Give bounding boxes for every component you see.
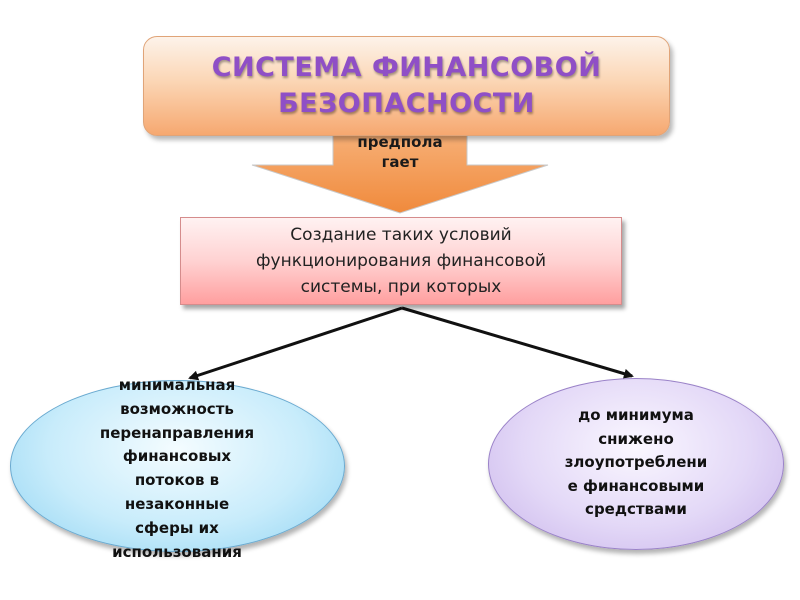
condition-box: Создание таких условий функционирования … — [180, 217, 622, 305]
outcome-right-line: злоупотреблени — [564, 453, 708, 471]
outcome-ellipse-right — [488, 378, 784, 550]
connector-left — [188, 306, 403, 381]
outcome-right-line: средствами — [585, 500, 687, 518]
title-text: СИСТЕМА ФИНАНСОВОЙ БЕЗОПАСНОСТИ — [212, 50, 602, 122]
title-box: СИСТЕМА ФИНАНСОВОЙ БЕЗОПАСНОСТИ — [143, 36, 670, 136]
outcome-ellipse-left — [10, 380, 345, 552]
outcome-left-line: финансовых — [122, 447, 232, 466]
outcome-left-line: сферы их — [135, 518, 219, 537]
title-line: СИСТЕМА ФИНАНСОВОЙ — [211, 52, 602, 83]
outcome-left-line: возможность — [120, 399, 234, 418]
outcome-right-text: до минимума снижено злоупотреблени е фин… — [516, 404, 756, 522]
connector-right — [401, 306, 634, 379]
outcome-right-line: до минимума — [578, 406, 694, 424]
arrow-label-line: гает — [381, 153, 419, 171]
condition-line: Создание таких условий — [290, 225, 512, 245]
outcome-left-line: минимальная — [118, 376, 236, 394]
title-line: БЕЗОПАСНОСТИ — [278, 88, 535, 119]
outcome-left-text: минимальная возможность перенаправления … — [62, 374, 292, 564]
condition-text: Создание таких условий функционирования … — [256, 222, 546, 300]
outcome-right-line: е финансовыми — [567, 476, 705, 495]
arrow-label: предпола гает — [333, 132, 467, 172]
outcome-left-line: потоков в — [134, 471, 220, 490]
condition-line: функционирования финансовой — [255, 251, 547, 271]
arrow-label-line: предпола — [357, 133, 443, 151]
outcome-left-line: перенаправления — [99, 423, 255, 442]
outcome-right-line: снижено — [598, 429, 674, 448]
outcome-left-line: использования — [112, 542, 242, 561]
outcome-left-line: незаконные — [124, 494, 230, 513]
condition-line: системы, при которых — [300, 277, 502, 297]
